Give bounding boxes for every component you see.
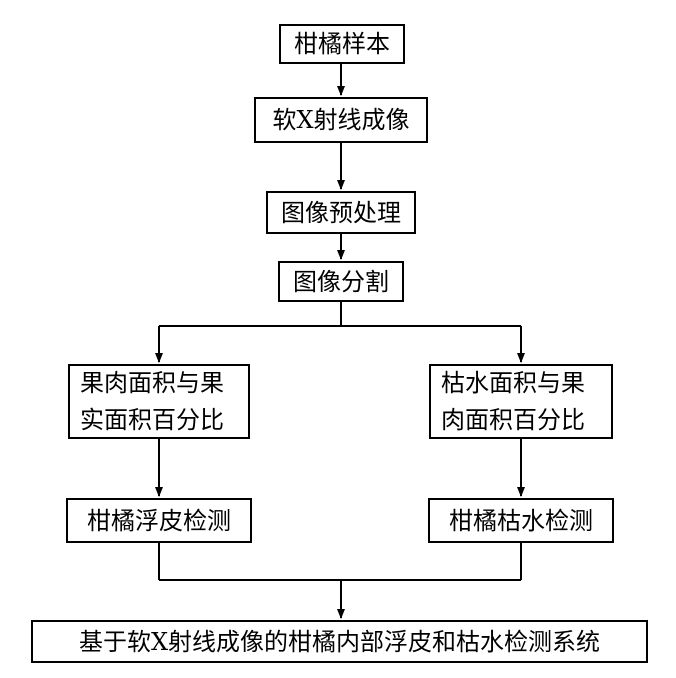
node-citrus-sample: 柑橘样本 — [279, 24, 405, 64]
node-pulp-area-ratio: 果肉面积与果 实面积百分比 — [68, 364, 250, 439]
node-soft-xray-imaging: 软X射线成像 — [254, 97, 428, 143]
node-dry-area-ratio-line2: 肉面积百分比 — [441, 405, 585, 434]
node-image-preprocessing: 图像预处理 — [266, 191, 416, 234]
node-dry-area-ratio-line1: 枯水面积与果 — [441, 368, 585, 397]
node-puffiness-detection: 柑橘浮皮检测 — [66, 498, 252, 543]
node-puffiness-detection-label: 柑橘浮皮检测 — [87, 506, 231, 535]
node-citrus-sample-label: 柑橘样本 — [294, 30, 390, 58]
node-pulp-area-ratio-line1: 果肉面积与果 — [80, 368, 224, 397]
node-detection-system-label: 基于软X射线成像的柑橘内部浮皮和枯水检测系统 — [78, 627, 601, 656]
node-image-segmentation: 图像分割 — [278, 261, 404, 302]
node-detection-system: 基于软X射线成像的柑橘内部浮皮和枯水检测系统 — [31, 620, 648, 663]
node-dryness-detection-label: 柑橘枯水检测 — [449, 506, 593, 535]
node-dry-area-ratio: 枯水面积与果 肉面积百分比 — [429, 364, 613, 439]
node-image-preprocessing-label: 图像预处理 — [281, 198, 401, 227]
node-dryness-detection: 柑橘枯水检测 — [428, 498, 614, 543]
node-pulp-area-ratio-line2: 实面积百分比 — [80, 405, 224, 434]
node-soft-xray-imaging-label: 软X射线成像 — [272, 106, 410, 134]
node-image-segmentation-label: 图像分割 — [293, 267, 389, 296]
